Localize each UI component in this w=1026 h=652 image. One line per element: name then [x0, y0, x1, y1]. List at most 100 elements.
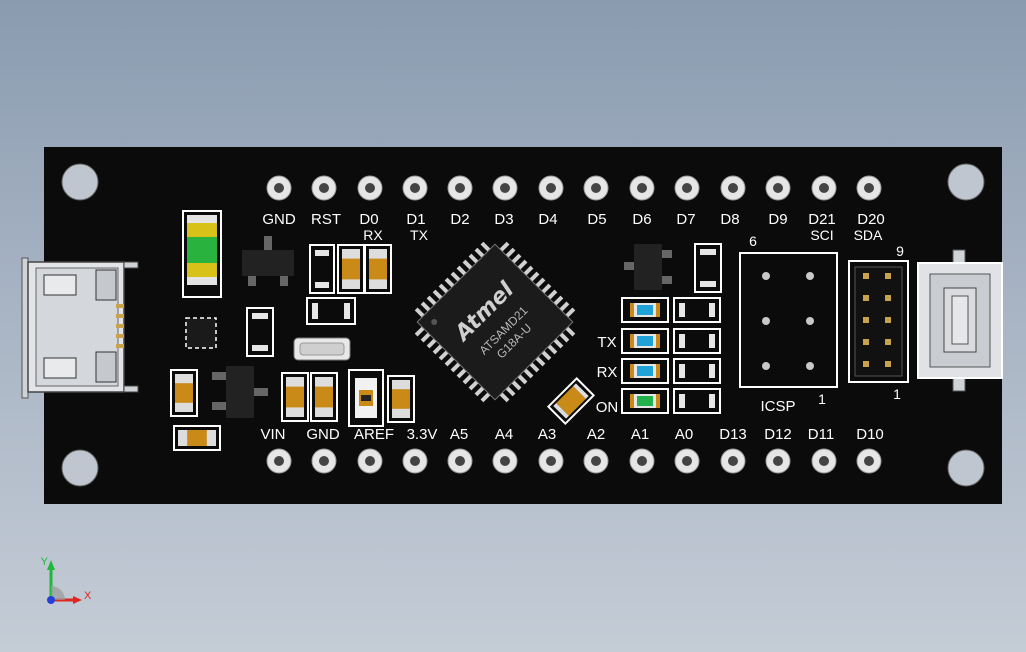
header-pin [885, 339, 891, 345]
x-axis-label: X [84, 590, 92, 602]
smd-empty [673, 328, 721, 354]
header-pin [583, 448, 609, 474]
header-pin [885, 361, 891, 367]
mounting-hole [61, 163, 99, 201]
mcu-pins [414, 241, 576, 403]
pin-label-rst: RST [311, 211, 341, 228]
header-pin [885, 295, 891, 301]
smd-capacitor [387, 375, 415, 423]
header-pin [811, 448, 837, 474]
pin-label-d13: D13 [719, 426, 747, 443]
header-pin [863, 295, 869, 301]
smd-empty [309, 244, 335, 294]
header-pin [885, 273, 891, 279]
header-pin [720, 175, 746, 201]
header-pin [856, 448, 882, 474]
smd-empty [694, 243, 722, 293]
header-pin [674, 448, 700, 474]
header-pin [863, 339, 869, 345]
header-pin [863, 361, 869, 367]
header-pin [885, 317, 891, 323]
sublabel-tx: TX [410, 227, 429, 243]
led-label-on: ON [596, 399, 619, 416]
bottom-pin-row [266, 448, 882, 474]
pin-label-a1: A1 [631, 426, 649, 443]
mounting-hole [947, 449, 985, 487]
header-pin [402, 175, 428, 201]
header-pin [311, 175, 337, 201]
smd-empty [673, 297, 721, 323]
smd-components [170, 243, 722, 451]
status-led [621, 358, 669, 384]
smd-capacitor [310, 372, 338, 422]
axis-triad: Y X [41, 556, 92, 604]
header-pin [402, 448, 428, 474]
header-pin [447, 448, 473, 474]
transistor [624, 244, 672, 290]
crystal [293, 337, 351, 361]
pin-label-d20: D20 [857, 211, 885, 228]
pin-label-d6: D6 [632, 211, 651, 228]
top-pin-labels: GND RST D0 D1 D2 D3 D4 D5 D6 D7 D8 D9 D2… [262, 211, 884, 243]
pin-label-vin: VIN [260, 426, 285, 443]
smd-capacitor [337, 244, 365, 294]
pin-label-d7: D7 [676, 211, 695, 228]
pin-label-d8: D8 [720, 211, 739, 228]
pin-label-d0: D0 [359, 211, 378, 228]
header-pin [629, 175, 655, 201]
pin-label-d21: D21 [808, 211, 836, 228]
pin-label-a3: A3 [538, 426, 556, 443]
bottom-pin-labels: VIN GND AREF 3.3V A5 A4 A3 A2 A1 A0 D13 … [260, 426, 883, 443]
voltage-regulator-bottom [212, 366, 268, 418]
mounting-hole [947, 163, 985, 201]
fine-pitch-header: 9 1 [848, 243, 909, 402]
header-pin [674, 175, 700, 201]
pin-label-a4: A4 [495, 426, 513, 443]
header-pin [863, 273, 869, 279]
pin-label-d4: D4 [538, 211, 557, 228]
pin-label-d3: D3 [494, 211, 513, 228]
y-axis-label: Y [41, 556, 49, 568]
pin-label-a5: A5 [450, 426, 468, 443]
header-pin [266, 175, 292, 201]
icsp-header: 6 1 ICSP [739, 233, 838, 415]
mounting-holes [61, 163, 985, 487]
header-pin [765, 175, 791, 201]
z-axis-dot [47, 596, 55, 604]
led-labels: TX RX ON [596, 334, 619, 416]
header-pin [538, 448, 564, 474]
pin-label-a2: A2 [587, 426, 605, 443]
header-pin [629, 448, 655, 474]
header-pin-first: 9 [896, 243, 904, 259]
mounting-hole [61, 449, 99, 487]
smd-capacitor [170, 369, 198, 417]
smd-empty [673, 388, 721, 414]
status-led [621, 388, 669, 414]
pin-label-d11: D11 [808, 426, 834, 443]
header-pin [538, 175, 564, 201]
led-label-tx: TX [597, 334, 616, 351]
top-pin-row [266, 175, 882, 201]
icsp-label: ICSP [760, 398, 795, 415]
microcontroller: Atmel ATSAMD21 G18A-U [414, 241, 576, 403]
header-pin [266, 448, 292, 474]
pin-label-d5: D5 [587, 211, 606, 228]
pin-label-gnd-bottom: GND [306, 426, 340, 443]
pin-label-d9: D9 [768, 211, 787, 228]
smd-capacitor [364, 244, 392, 294]
header-pin [811, 175, 837, 201]
pin-label-gnd-top: GND [262, 211, 296, 228]
sublabel-rx: RX [363, 227, 383, 243]
header-pin-last: 1 [893, 386, 901, 402]
icsp-pin-last: 1 [818, 391, 826, 407]
status-led [621, 328, 669, 354]
header-pin [311, 448, 337, 474]
pin-label-d10: D10 [856, 426, 884, 443]
smd-empty [306, 297, 356, 325]
header-pin [492, 448, 518, 474]
micro-usb-connector [21, 257, 139, 399]
reset-button[interactable] [917, 249, 1003, 392]
header-pin [856, 175, 882, 201]
smd-empty [673, 358, 721, 384]
sublabel-sci: SCI [810, 227, 833, 243]
